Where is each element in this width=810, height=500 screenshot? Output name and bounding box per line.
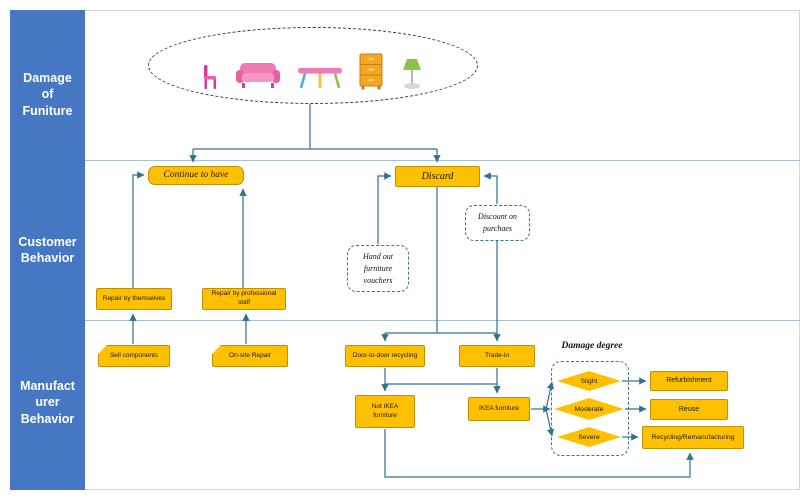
node-sell-components: Sell components <box>98 345 170 367</box>
node-repair-by-themselves: Repair by themselves <box>96 288 172 310</box>
diamond-slight: Slight <box>557 371 621 391</box>
node-refurbishment: Refurbishment <box>650 371 728 391</box>
lane-divider-1 <box>85 160 800 161</box>
node-recycling-remanufacturing: Recycling/Remanufacturing <box>642 426 744 449</box>
damaged-furniture-group <box>148 27 478 104</box>
diamond-severe: Severe <box>557 427 621 447</box>
node-reuse: Reuse <box>650 399 728 420</box>
node-trade-in: Trade-in <box>459 345 535 367</box>
node-onsite-repair: On-site Repair <box>212 345 288 367</box>
lane-label-manufacturer: Manufact urer Behavior <box>20 379 75 426</box>
sofa-icon <box>236 63 280 88</box>
cabinet-icon <box>359 53 383 90</box>
lane-divider-2 <box>85 320 800 321</box>
node-repair-by-professional-staff: Repair by professional staff <box>202 288 286 310</box>
lane-label-damage: Damage of Funiture <box>22 71 73 118</box>
node-door-to-door-recycling: Door-to-door recycling <box>345 345 425 367</box>
label-damage-degree: Damage degree <box>561 341 623 351</box>
lane-band: Damage of Funiture Customer Behavior Man… <box>10 10 85 490</box>
node-ikea-furniture: IKEA furniture <box>468 397 530 421</box>
node-discard: Discard <box>395 166 480 187</box>
table-icon <box>298 68 342 89</box>
chair-icon <box>204 65 216 89</box>
note-hand-out-furniture-vouchers: Hand out furniture vouchers <box>347 245 409 292</box>
note-discount-on-purchases: Discount on purchaes <box>465 205 530 241</box>
node-continue-to-have: Continue to have <box>148 166 244 185</box>
node-not-ikea-furniture: Not IKEA furniture <box>355 395 415 428</box>
lane-label-customer: Customer Behavior <box>18 235 77 266</box>
diamond-moderate: Moderate <box>554 398 624 420</box>
lamp-icon <box>403 59 421 89</box>
region-damage-degree <box>551 361 629 456</box>
